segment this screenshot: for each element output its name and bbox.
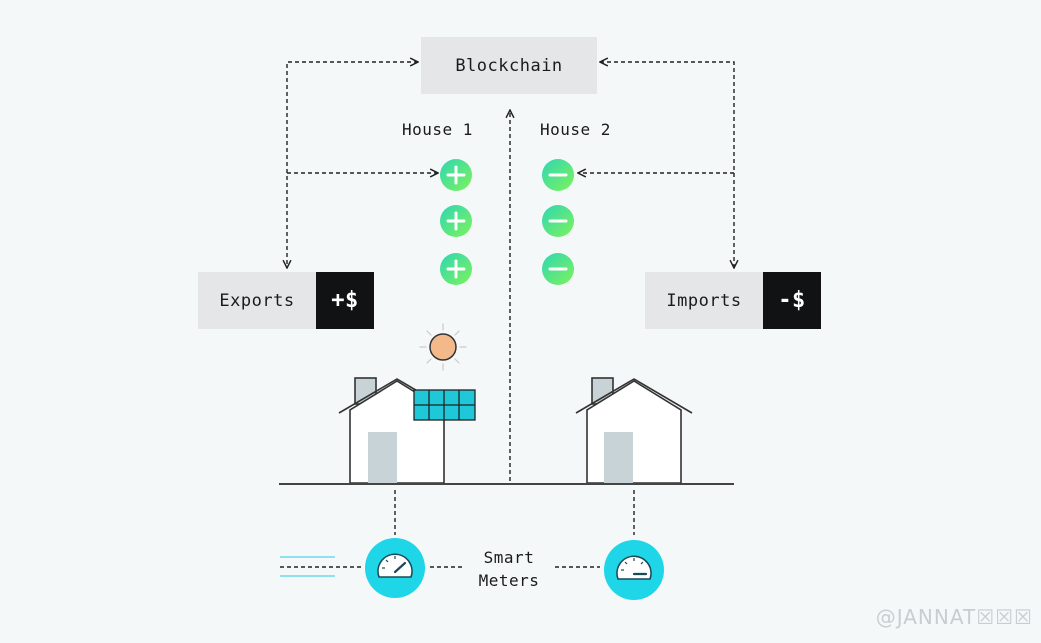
watermark: @JANNAT☒☒☒ xyxy=(875,605,1033,629)
exports-box: Exports xyxy=(198,272,316,329)
house2-label: House 2 xyxy=(540,120,611,139)
smart-meter-2-icon xyxy=(604,540,664,600)
house2-token-stack xyxy=(542,159,574,285)
plus-token xyxy=(440,253,472,285)
solar-panel-icon xyxy=(413,389,476,421)
exports-amount: +$ xyxy=(331,288,359,313)
blockchain-box: Blockchain xyxy=(421,37,597,94)
imports-amount-badge: -$ xyxy=(763,272,821,329)
speed-lines xyxy=(280,556,335,577)
blockchain-to-imports-line xyxy=(600,62,734,268)
blockchain-to-exports-line xyxy=(287,62,418,268)
plus-token xyxy=(440,159,472,191)
blockchain-label: Blockchain xyxy=(455,55,563,76)
plus-token xyxy=(440,205,472,237)
house1-token-stack xyxy=(440,159,472,285)
smart-meters-label: Smart Meters xyxy=(468,546,550,592)
sun-icon xyxy=(419,323,467,371)
imports-amount: -$ xyxy=(778,288,806,313)
exports-amount-badge: +$ xyxy=(316,272,374,329)
dashed-connectors xyxy=(280,62,734,568)
exports-label: Exports xyxy=(219,290,295,311)
minus-token xyxy=(542,205,574,237)
imports-box: Imports xyxy=(645,272,763,329)
smart-meters-line-2: Meters xyxy=(478,571,540,590)
house1-label: House 1 xyxy=(402,120,473,139)
smart-meter-1-icon xyxy=(365,538,425,598)
imports-label: Imports xyxy=(666,290,742,311)
minus-token xyxy=(542,159,574,191)
house2-icon xyxy=(575,377,693,484)
minus-token xyxy=(542,253,574,285)
smart-meters-line-1: Smart xyxy=(483,548,535,567)
